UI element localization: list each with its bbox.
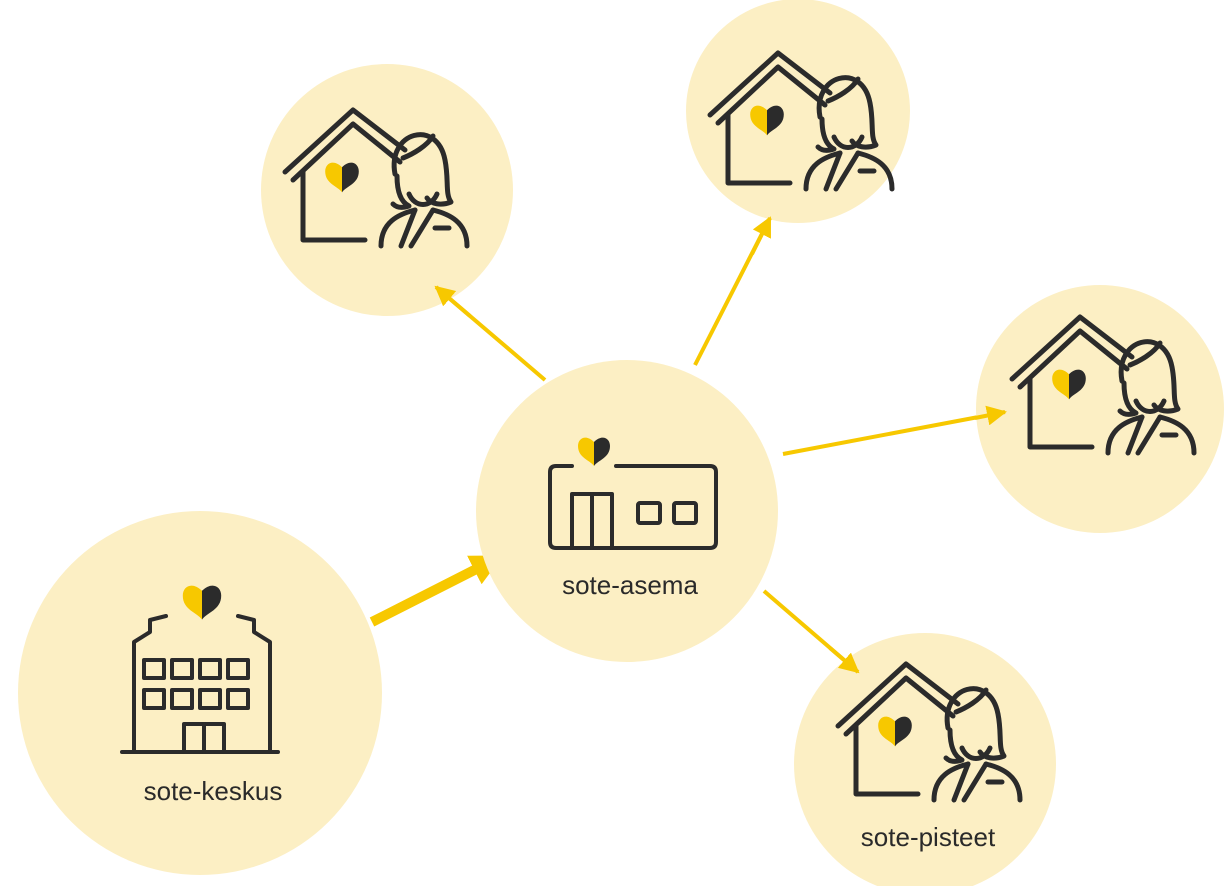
arrows bbox=[369, 216, 1007, 674]
node-label-keskus: sote-keskus bbox=[143, 776, 283, 806]
node-label-asema: sote-asema bbox=[562, 570, 698, 600]
hospital-icon bbox=[120, 585, 280, 754]
node-circle-piste1 bbox=[261, 64, 513, 316]
node-circle-piste3 bbox=[976, 285, 1224, 533]
node-label-pisteet: sote-pisteet bbox=[860, 822, 996, 852]
arrow-asema-to-piste3 bbox=[782, 405, 1007, 456]
arrow-keskus-to-asema bbox=[369, 552, 503, 627]
health-station-icon bbox=[548, 437, 718, 550]
node-circle-piste2 bbox=[686, 0, 910, 223]
node-circle-asema bbox=[476, 360, 778, 662]
